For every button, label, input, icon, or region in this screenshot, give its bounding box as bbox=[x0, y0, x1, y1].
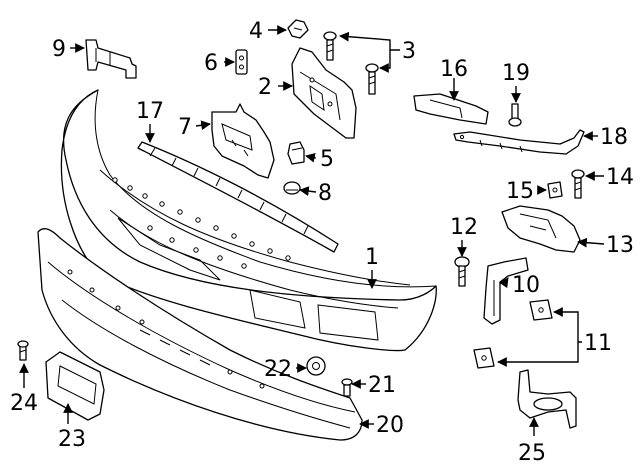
callout-24: 24 bbox=[10, 391, 38, 416]
bolt-part-3a bbox=[323, 31, 337, 61]
callout-25: 25 bbox=[518, 441, 546, 466]
bracket-part-25 bbox=[517, 369, 577, 429]
callout-20: 20 bbox=[376, 413, 404, 438]
lower-valance-part bbox=[37, 228, 363, 441]
callout-17: 17 bbox=[136, 99, 164, 124]
screw-part-21 bbox=[341, 378, 353, 397]
nut-part-5 bbox=[287, 141, 305, 165]
callout-15: 15 bbox=[506, 179, 534, 204]
push-pin-part-8 bbox=[283, 181, 301, 195]
callout-6: 6 bbox=[204, 51, 218, 76]
callout-5: 5 bbox=[320, 147, 334, 172]
clip-part-6 bbox=[235, 49, 248, 75]
callout-23: 23 bbox=[58, 427, 86, 452]
clip-part-15 bbox=[547, 181, 563, 199]
bolt-part-3b bbox=[365, 63, 379, 95]
bracket-part-7 bbox=[211, 103, 275, 179]
callout-9: 9 bbox=[52, 37, 66, 62]
callout-4: 4 bbox=[249, 19, 263, 44]
screw-part-19 bbox=[508, 103, 522, 127]
callout-18: 18 bbox=[600, 125, 628, 150]
clip-part-11a bbox=[529, 299, 553, 321]
callout-2: 2 bbox=[258, 75, 272, 100]
strip-part-18 bbox=[453, 129, 585, 155]
callout-16: 16 bbox=[440, 57, 468, 82]
callout-7: 7 bbox=[178, 115, 192, 140]
callout-13: 13 bbox=[606, 233, 634, 258]
bracket-part-13 bbox=[501, 205, 581, 253]
block-part-23 bbox=[45, 351, 105, 421]
bolt-part-14 bbox=[571, 169, 585, 199]
callout-1: 1 bbox=[365, 245, 379, 270]
clip-part-4 bbox=[287, 19, 309, 39]
callout-11: 11 bbox=[584, 331, 612, 356]
callout-19: 19 bbox=[502, 61, 530, 86]
callout-14: 14 bbox=[606, 165, 634, 190]
callout-12: 12 bbox=[450, 215, 478, 240]
nut-part-22 bbox=[306, 356, 326, 376]
bolt-part-12 bbox=[454, 256, 470, 287]
bracket-part-9 bbox=[85, 39, 137, 79]
leader-lines bbox=[19, 25, 605, 436]
bracket-part-16 bbox=[413, 93, 489, 125]
callout-10: 10 bbox=[512, 273, 540, 298]
mounting-bracket-part-2 bbox=[291, 47, 357, 139]
bolt-part-24 bbox=[17, 340, 29, 361]
upper-cover-strip-part bbox=[137, 141, 339, 253]
callout-3: 3 bbox=[402, 39, 416, 64]
clip-part-11b bbox=[473, 347, 495, 369]
callout-8: 8 bbox=[318, 181, 332, 206]
callout-22: 22 bbox=[264, 357, 292, 382]
callout-21: 21 bbox=[368, 373, 396, 398]
